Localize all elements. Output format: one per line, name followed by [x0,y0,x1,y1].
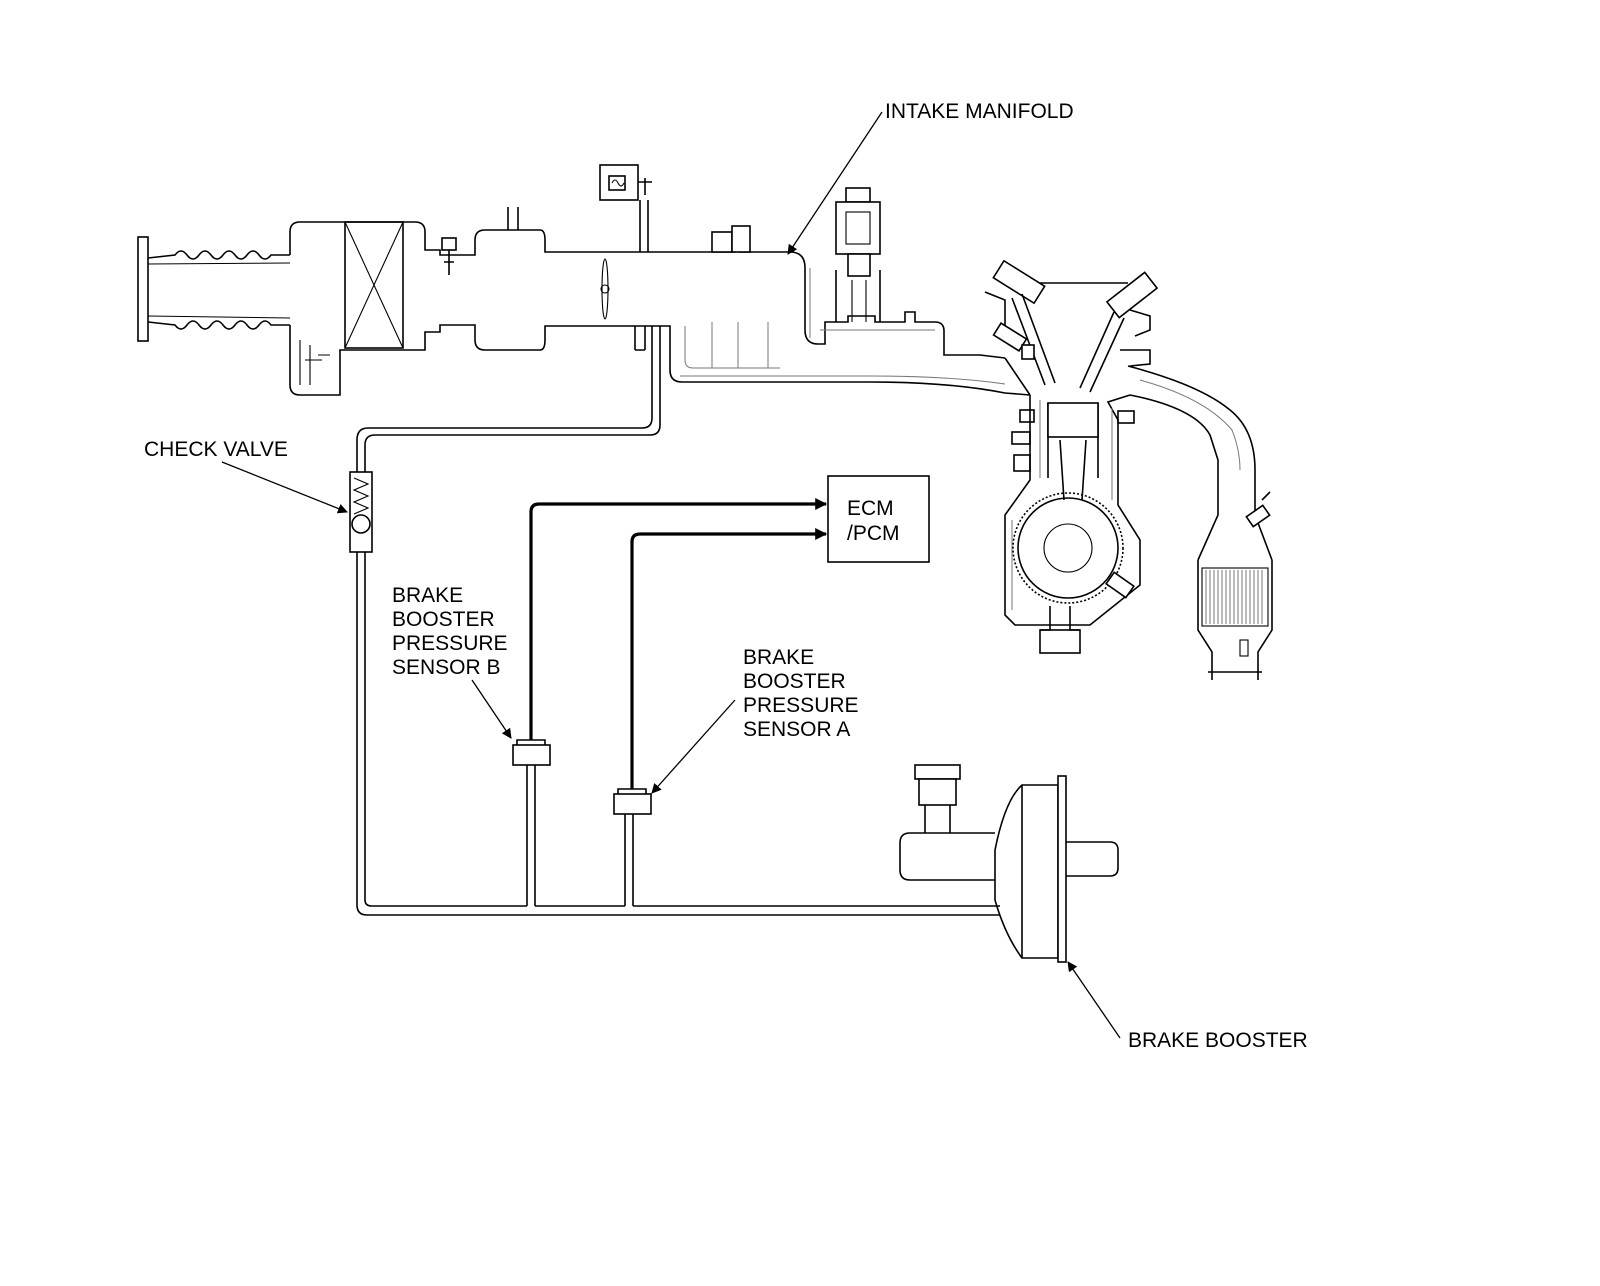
egr-valve [845,187,871,203]
air-filter-element [344,221,404,349]
label-sensor-b-line2: BOOSTER [392,608,495,631]
throttle-body [560,251,650,327]
label-sensor-b-line3: PRESSURE [392,632,508,655]
brake-booster-pressure-sensor-b [512,744,551,766]
ecm-label-line1: ECM [847,497,894,520]
label-sensor-a: BRAKE BOOSTER PRESSURE SENSOR A [743,646,864,741]
map-sensor [711,231,733,253]
leader-sensor-b [471,679,512,739]
master-cylinder [899,832,995,881]
exhaust-system [1127,365,1273,680]
leader-sensor-a [651,699,736,794]
label-intake-manifold: INTAKE MANIFOLD [885,100,1074,123]
oxygen-sensor [1245,504,1271,528]
fuel-injector [1021,344,1035,360]
air-cleaner-housing [289,221,560,256]
brake-booster-body [994,784,1059,959]
ecm-pcm-box [827,475,930,563]
label-brake-booster: BRAKE BOOSTER [1128,1029,1308,1052]
ignition-coil-right [1079,271,1159,393]
iat-sensor [441,237,457,251]
vacuum-hose-intake [364,326,661,472]
ignition-coil-left [992,259,1056,386]
air-intake-assembly [137,164,652,396]
vacuum-hoses [349,326,1000,916]
signal-wire-sensor-b [529,498,828,740]
label-check-valve: CHECK VALVE [144,438,288,461]
intake-duct-corrugated [147,250,290,260]
signal-wire-sensor-a [630,528,828,789]
label-sensor-b: BRAKE BOOSTER PRESSURE SENSOR B [392,584,513,679]
ecm-label-line2: /PCM [847,522,900,545]
brake-fluid-reservoir [914,764,961,780]
brake-booster-assembly [899,764,1119,963]
label-sensor-a-line2: BOOSTER [743,670,846,693]
label-sensor-a-line4: SENSOR A [743,718,850,741]
label-sensor-b-line4: SENSOR B [392,656,501,679]
check-valve [349,471,373,553]
engine-block [1004,394,1141,626]
engine-assembly [984,259,1159,654]
catalytic-converter [1197,560,1273,680]
label-sensor-b-line1: BRAKE [392,584,463,607]
inlet-flange [137,236,149,342]
label-sensor-a-line1: BRAKE [743,646,814,669]
leader-check-valve [221,461,348,514]
crankshaft-gear [1012,492,1124,604]
leader-brake-booster [1067,961,1121,1039]
brake-booster-pressure-sensor-a [613,793,652,815]
intake-manifold [650,187,1031,396]
crankshaft-position-sensor [1105,571,1135,599]
leader-intake-manifold [787,111,883,255]
label-sensor-a-line3: PRESSURE [743,694,859,717]
